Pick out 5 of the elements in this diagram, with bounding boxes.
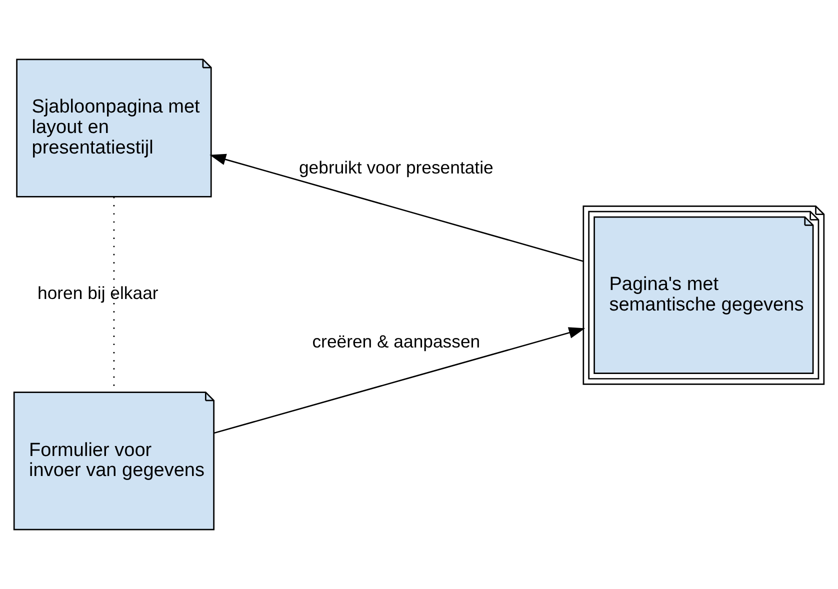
edge-label: horen bij elkaar bbox=[38, 283, 158, 304]
arrow bbox=[210, 154, 584, 262]
edge-label: creëren & aanpassen bbox=[312, 331, 480, 352]
arrow bbox=[214, 327, 586, 434]
edge-label: gebruikt voor presentatie bbox=[298, 157, 494, 178]
